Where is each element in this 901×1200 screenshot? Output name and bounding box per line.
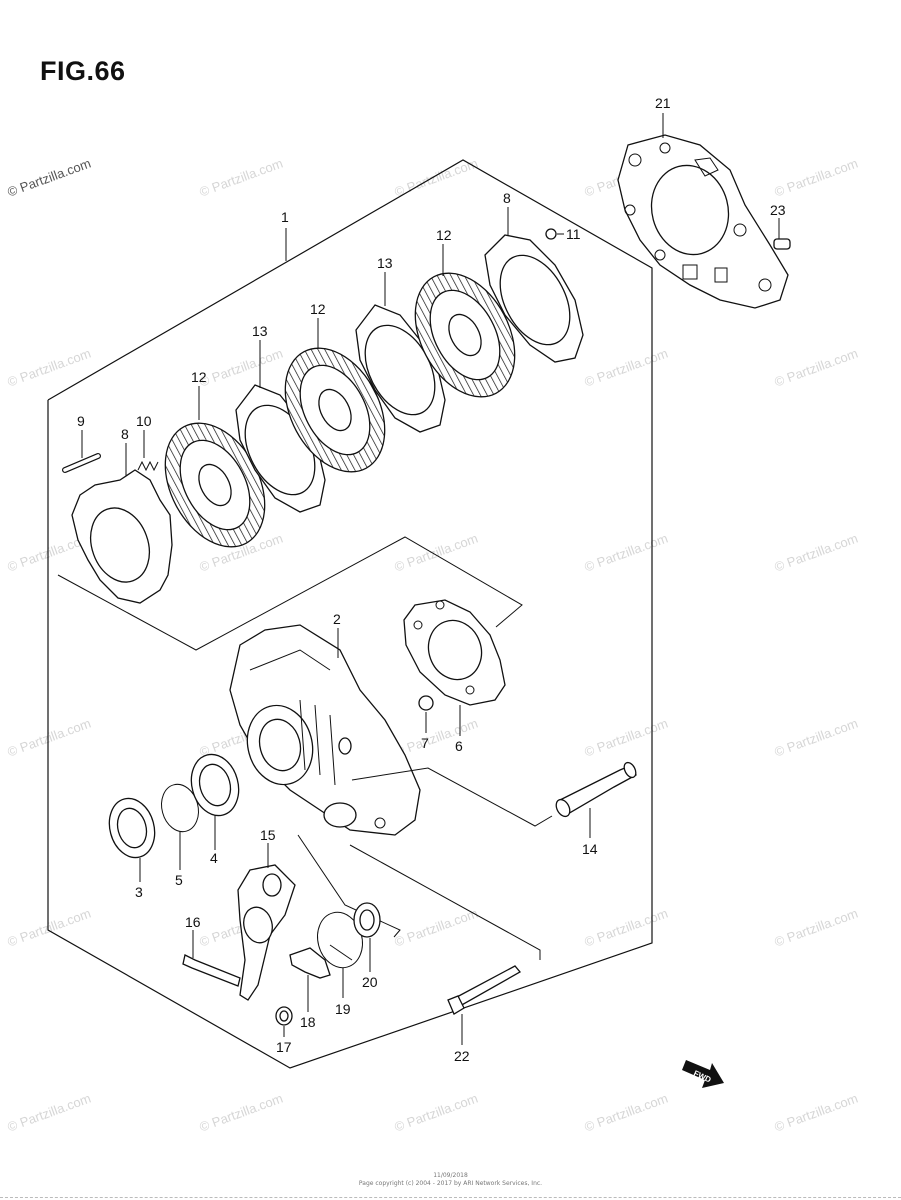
fwd-arrow-icon: FWD	[682, 1060, 724, 1088]
callout-3: 3	[135, 884, 143, 900]
callout-5: 5	[175, 872, 183, 888]
figure-title: FIG.66	[40, 56, 126, 86]
callout-16: 16	[185, 914, 201, 930]
callout-labels: 1 2 3 4 5 6 7 8 8 9 10 11 12 12 12 13 13…	[77, 95, 786, 1064]
callout-17: 17	[276, 1039, 292, 1055]
lever-guideline	[297, 834, 401, 938]
footer-copyright: Page copyright (c) 2004 - 2017 by ARI Ne…	[358, 1180, 543, 1187]
collar-20	[353, 902, 381, 938]
callout-7: 7	[421, 735, 429, 751]
callout-9: 9	[77, 413, 85, 429]
bearing-4	[190, 753, 240, 817]
assembly-outline	[47, 159, 653, 1069]
plate-group-bracket	[57, 536, 523, 651]
callout-8-right: 8	[503, 190, 511, 206]
bolt-22	[447, 965, 521, 1015]
callout-21: 21	[655, 95, 671, 111]
callout-11: 11	[566, 226, 581, 242]
nut-17	[275, 1006, 293, 1026]
spring-10	[137, 460, 159, 472]
callout-12-right: 12	[436, 227, 452, 243]
callout-14: 14	[582, 841, 598, 857]
ball-7	[418, 695, 434, 711]
housing-2	[229, 624, 421, 836]
steel-plate-8-right	[484, 234, 584, 363]
callout-6: 6	[455, 738, 463, 754]
callout-13-left: 13	[252, 323, 268, 339]
bolt-16	[182, 954, 241, 987]
footer-date: 11/09/2018	[433, 1172, 468, 1179]
callout-20: 20	[362, 974, 378, 990]
callout-12-left: 12	[191, 369, 207, 385]
lever-15	[237, 864, 296, 1001]
friction-plate-12-right	[414, 272, 516, 398]
callout-10: 10	[136, 413, 152, 429]
page-bottom-rule	[0, 1197, 901, 1198]
pin-9	[62, 453, 101, 473]
callout-12-middle: 12	[310, 301, 326, 317]
shaft-guideline	[351, 767, 553, 827]
friction-plate-12-middle	[284, 347, 386, 473]
gasket-21	[617, 134, 789, 309]
callout-4: 4	[210, 850, 218, 866]
dowel-pin-23	[773, 238, 791, 250]
callout-2: 2	[333, 611, 341, 627]
circlip-5	[161, 783, 199, 833]
shaft-14	[555, 761, 637, 818]
callout-15: 15	[260, 827, 276, 843]
oil-seal-3	[108, 797, 156, 859]
callout-22: 22	[454, 1048, 470, 1064]
callout-18: 18	[300, 1014, 316, 1030]
washer-18	[289, 947, 331, 979]
callout-23: 23	[770, 202, 786, 218]
callout-19: 19	[335, 1001, 351, 1017]
nut-11	[545, 228, 557, 240]
bolt-guideline	[349, 844, 541, 960]
plate-6	[403, 599, 506, 706]
steel-plate-8-left	[71, 469, 173, 604]
steel-plate-13-middle	[355, 304, 446, 433]
callout-8-left: 8	[121, 426, 129, 442]
callout-13-middle: 13	[377, 255, 393, 271]
callout-1: 1	[281, 209, 289, 225]
